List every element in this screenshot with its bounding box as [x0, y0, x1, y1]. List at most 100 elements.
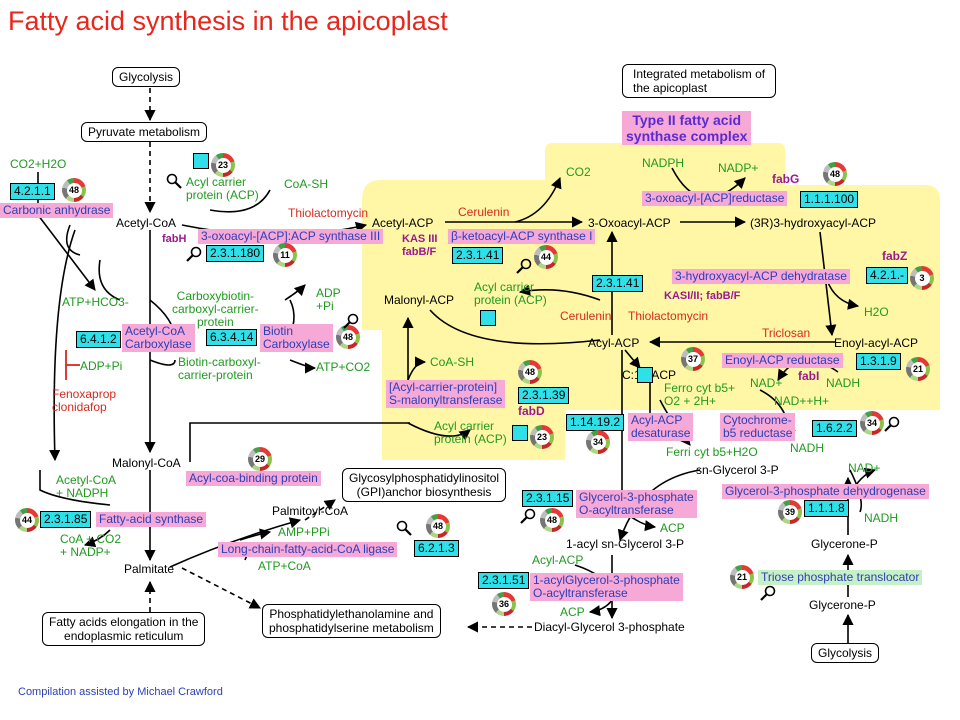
co2-complex: CO2 [566, 165, 591, 179]
enzyme-malonyl-line2: S-malonyltransferase [389, 393, 503, 407]
acp-square-mid[interactable] [480, 310, 496, 326]
ec-2-3-1-51[interactable]: 2.3.1.51 [478, 572, 530, 589]
acp-square-top[interactable] [193, 153, 209, 169]
count-value: 48 [522, 364, 538, 380]
enzyme-biotin-carboxylase[interactable]: Biotin Carboxylase [260, 324, 333, 352]
magnifier-icon[interactable] [166, 173, 182, 189]
enzyme-desaturase[interactable]: Acyl-ACP desaturase [628, 413, 694, 441]
ec-1-3-1-9[interactable]: 1.3.1.9 [856, 353, 901, 370]
ec-2-3-1-39[interactable]: 2.3.1.39 [518, 387, 570, 404]
count-badge[interactable]: 34 [586, 430, 610, 454]
count-badge[interactable]: 48 [823, 162, 847, 186]
nadp-top: NADP+ [718, 161, 759, 175]
ec-2-3-1-41-a[interactable]: 2.3.1.41 [452, 247, 504, 264]
magnifier-icon[interactable] [884, 416, 900, 432]
magnifier-icon[interactable] [760, 585, 776, 601]
enzyme-acbp[interactable]: Acyl-coa-binding protein [186, 471, 321, 486]
enzyme-enoyl-reductase[interactable]: Enoyl-ACP reductase [722, 353, 843, 368]
ec-2-3-1-15[interactable]: 2.3.1.15 [522, 490, 574, 507]
gene-fabi: fabI [798, 369, 820, 383]
oxoacyl-acp: 3-Oxoacyl-ACP [588, 216, 671, 230]
acp-square-c18[interactable] [637, 367, 653, 383]
enzyme-ligase[interactable]: Long-chain-fatty-acid-CoA ligase [218, 542, 398, 557]
ec-6-2-1-3[interactable]: 6.2.1.3 [414, 540, 459, 557]
glycolysis-bottom-box[interactable]: Glycolysis [811, 643, 880, 663]
integrated-box[interactable]: Integrated metabolism of the apicoplast [622, 64, 777, 98]
magnifier-icon[interactable] [396, 520, 412, 536]
enzyme-cytb5-line1: Cytochrome- [723, 413, 792, 427]
count-badge[interactable]: 44 [534, 245, 558, 269]
enzyme-reductase[interactable]: 3-oxoacyl-[ACP]reductase [642, 191, 788, 206]
ec-1-1-1-8[interactable]: 1.1.1.8 [804, 500, 849, 517]
ec-1-6-2-2[interactable]: 1.6.2.2 [812, 420, 857, 437]
count-value: 39 [782, 504, 798, 520]
count-badge[interactable]: 39 [778, 500, 802, 524]
count-badge[interactable]: 23 [530, 425, 554, 449]
coa-sh-top: CoA-SH [284, 177, 329, 191]
enzyme-kas3[interactable]: 3-oxoacyl-[ACP]:ACP synthase III [198, 229, 384, 244]
ec-4-2-1[interactable]: 4.2.1.- [866, 267, 909, 284]
magnifier-icon[interactable] [516, 258, 532, 274]
fenoxaprop-line2: clonidafop [52, 400, 107, 414]
count-value: 3 [914, 270, 930, 286]
enzyme-g3pdh[interactable]: Glycerol-3-phosphate dehydrogenase [722, 484, 929, 499]
ec-4-2-1-1[interactable]: 4.2.1.1 [10, 183, 55, 200]
ec-6-3-4-14[interactable]: 6.3.4.14 [206, 329, 258, 346]
elongation-box[interactable]: Fatty acids elongation in the endoplasmi… [42, 612, 206, 646]
pe-ps-box[interactable]: Phosphatidylethanolamine and phosphatidy… [262, 604, 441, 638]
count-badge[interactable]: 23 [211, 153, 235, 177]
count-badge[interactable]: 11 [273, 243, 297, 267]
magnifier-icon[interactable] [186, 246, 202, 262]
magnifier-icon[interactable] [343, 313, 359, 329]
count-badge[interactable]: 48 [540, 508, 564, 532]
carboxybiotin: Carboxybiotin- carboxyl-carrier- protein [172, 290, 259, 329]
gpi-box[interactable]: Glycosylphosphatidylinositol (GPI)anchor… [342, 468, 507, 502]
count-badge[interactable]: 37 [681, 347, 705, 371]
triclosan: Triclosan [762, 326, 811, 340]
enzyme-fas[interactable]: Fatty-acid synthase [96, 512, 207, 527]
atp-hco3: ATP+HCO3- [62, 295, 129, 309]
ec-1-14-19-2[interactable]: 1.14.19.2 [566, 414, 625, 431]
count-badge[interactable]: 48 [336, 325, 360, 349]
acp-square-bottom[interactable] [512, 425, 528, 441]
nad-g: NAD+ [848, 461, 881, 475]
integrated-line1: Integrated metabolism of [633, 67, 766, 81]
co2-h2o: CO2+H2O [10, 157, 67, 171]
acyl-acp: Acyl-ACP [588, 336, 640, 350]
enzyme-malonyltransferase[interactable]: [Acyl-carrier-protein] S-malonyltransfer… [386, 380, 506, 408]
enzyme-ketoacyl[interactable]: β-ketoacyl-ACP synthase I [448, 229, 596, 244]
nadh-mid: NADH [826, 376, 861, 390]
enzyme-acc[interactable]: Acetyl-CoA Carboxylase [122, 324, 195, 352]
count-badge[interactable]: 3 [910, 266, 934, 290]
ec-2-3-1-41-b[interactable]: 2.3.1.41 [592, 275, 644, 292]
count-badge[interactable]: 21 [906, 357, 930, 381]
enzyme-malonyl-line1: [Acyl-carrier-protein] [389, 380, 498, 394]
magnifier-icon[interactable] [520, 508, 536, 524]
count-value: 21 [734, 569, 750, 585]
count-badge[interactable]: 36 [492, 592, 516, 616]
count-badge[interactable]: 34 [860, 411, 884, 435]
count-badge[interactable]: 21 [730, 565, 754, 589]
count-badge[interactable]: 48 [426, 514, 450, 538]
thiolactomycin-mid: Thiolactomycin [628, 309, 709, 323]
ec-1-1-1-100[interactable]: 1.1.1.100 [800, 191, 859, 208]
count-badge[interactable]: 48 [518, 360, 542, 384]
count-badge[interactable]: 44 [15, 508, 39, 532]
enzyme-dehydratase[interactable]: 3-hydroxyacyl-ACP dehydratase [672, 269, 850, 284]
ec-6-4-1-2[interactable]: 6.4.1.2 [76, 331, 121, 348]
count-badge[interactable]: 29 [248, 447, 272, 471]
count-badge[interactable]: 48 [62, 178, 86, 202]
enzyme-carbonic-anhydrase[interactable]: Carbonic anhydrase [0, 203, 114, 218]
enzyme-tpt[interactable]: Triose phosphate translocator [758, 570, 923, 585]
ec-2-3-1-180[interactable]: 2.3.1.180 [206, 245, 265, 262]
pyruvate-box[interactable]: Pyruvate metabolism [81, 122, 208, 142]
biotin-carboxyl-line2: carrier-protein [178, 368, 253, 382]
ec-2-3-1-85[interactable]: 2.3.1.85 [40, 511, 92, 528]
enzyme-agpat[interactable]: 1-acylGlycerol-3-phosphate O-acyltransfe… [530, 573, 683, 601]
enzyme-cytb5[interactable]: Cytochrome- b5 reductase [720, 413, 796, 441]
acp-mid-line2: protein (ACP) [474, 293, 547, 307]
pe-ps-line2: phosphatidylserine metabolism [269, 621, 434, 635]
glycolysis-top-box[interactable]: Glycolysis [112, 67, 181, 87]
carboxybiotin-line2: carboxyl-carrier- [172, 302, 259, 316]
enzyme-gpat[interactable]: Glycerol-3-phosphate O-acyltransferase [576, 490, 697, 518]
